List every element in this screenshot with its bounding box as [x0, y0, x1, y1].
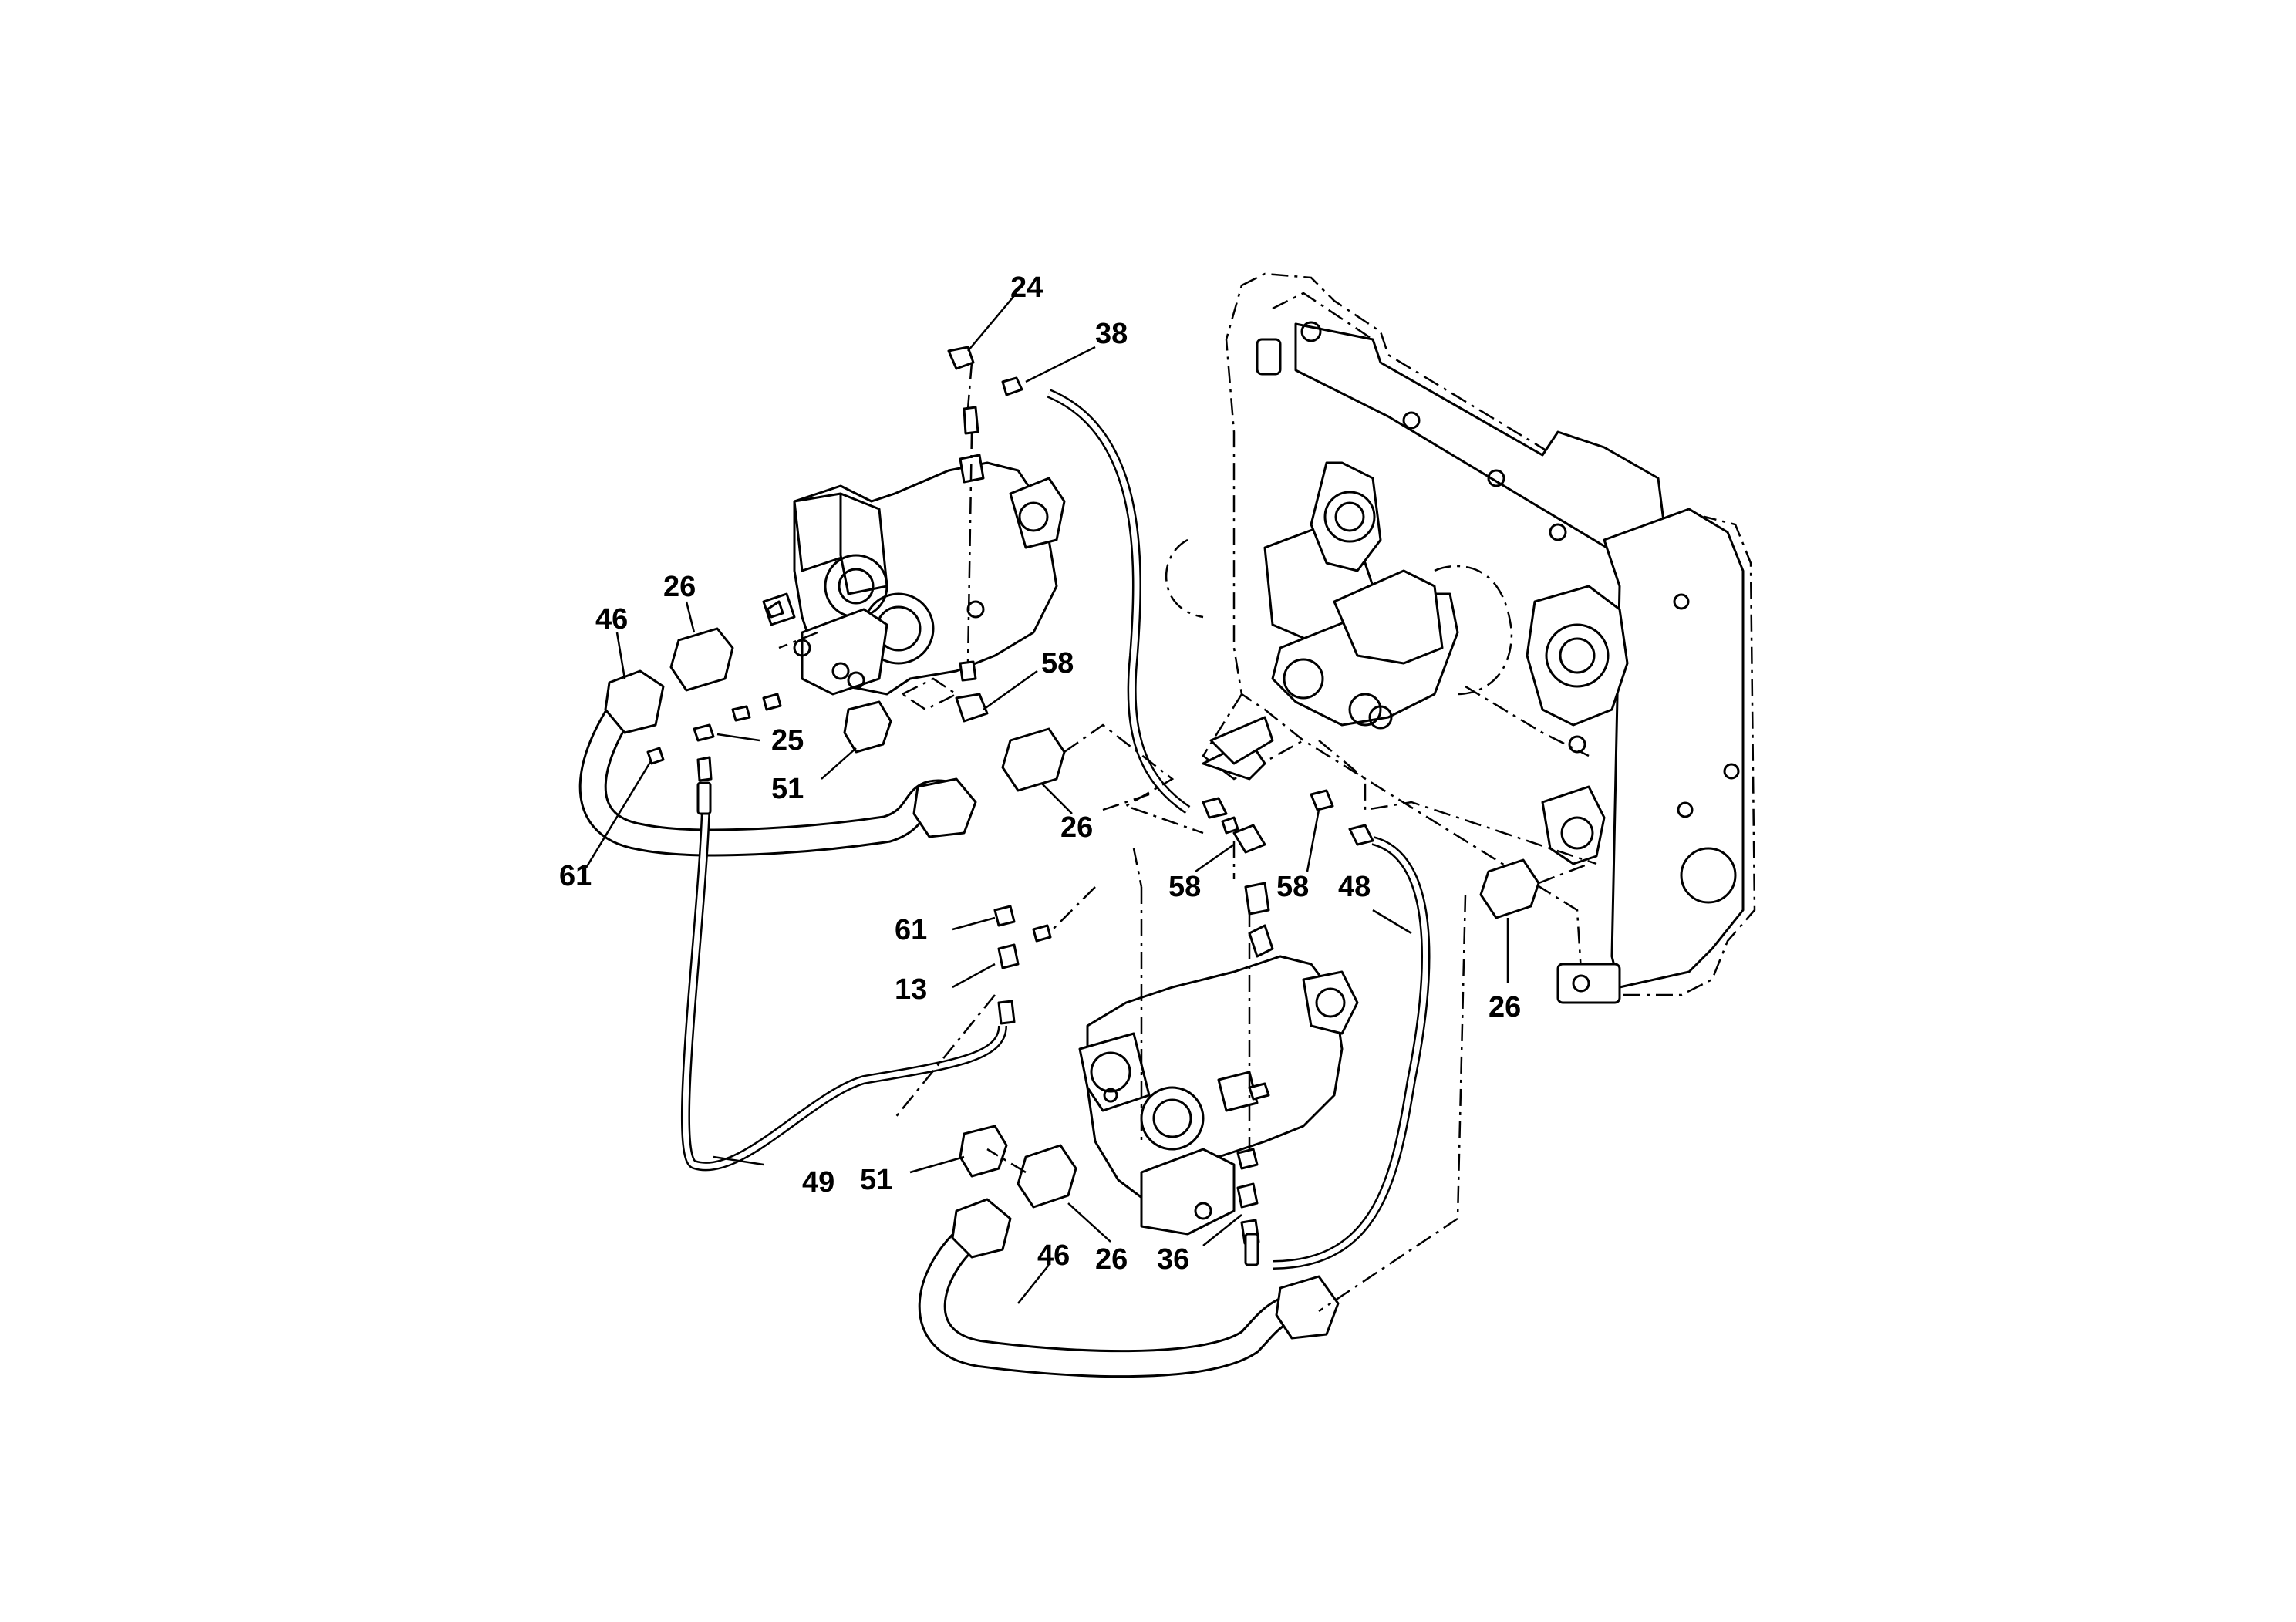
callout-58-left: 58 [1168, 871, 1201, 903]
callout-26-upper: 26 [663, 571, 696, 603]
callout-46-upper: 46 [595, 603, 628, 636]
fittings [604, 346, 1540, 1340]
callout-26-right: 26 [1489, 991, 1521, 1023]
callout-58-upper: 58 [1041, 647, 1074, 679]
leader-lines [585, 292, 1509, 1304]
callout-61-lower: 61 [895, 914, 927, 946]
callout-46-lower: 46 [1037, 1239, 1070, 1272]
callout-58-right: 58 [1276, 871, 1309, 903]
callout-48: 48 [1338, 871, 1371, 903]
callout-26-lower: 26 [1095, 1243, 1128, 1276]
callout-51-lower: 51 [860, 1164, 892, 1196]
callout-61-upper: 61 [559, 860, 592, 892]
callout-13: 13 [895, 973, 927, 1006]
callout-36: 36 [1157, 1243, 1189, 1276]
callout-25: 25 [771, 724, 804, 757]
callout-38: 38 [1095, 318, 1128, 350]
routing-lines [894, 362, 1597, 1313]
mounting-frame [1165, 272, 1756, 1004]
callout-26-middle: 26 [1060, 811, 1093, 844]
lower-hydraulic-pump [1078, 924, 1359, 1236]
callout-51-upper: 51 [771, 773, 804, 805]
callout-49: 49 [802, 1166, 834, 1199]
callout-24: 24 [1010, 271, 1043, 304]
callout-labels: 24 38 26 46 58 25 51 61 26 58 58 48 61 1… [559, 271, 1521, 1276]
upper-hydraulic-pump [762, 454, 1066, 711]
